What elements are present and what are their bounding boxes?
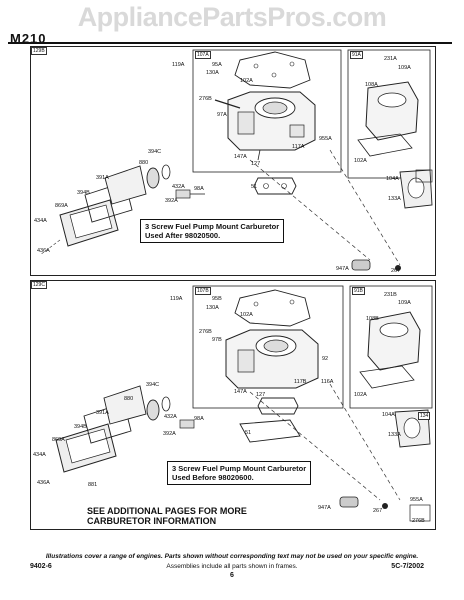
part-label: 104A [386,176,399,182]
footer-doc-number: 9402-6 [30,563,52,570]
bottom-subframe-91B: 91B [352,287,365,295]
part-label: 880 [139,160,149,166]
bottom-carburetor-frame [192,285,344,409]
part-label: 104A [382,412,395,418]
part-label: 133A [388,196,401,202]
part-label: 147A [234,154,247,160]
part-label: 127 [256,392,266,398]
part-label: 881 [88,482,98,488]
part-label: 276B [199,329,212,335]
part-label: 947A [336,266,349,272]
part-label: 119A [172,62,185,68]
bottom-subframe-134: 134 [418,412,431,420]
top-pump-housing [365,81,419,141]
part-label: 97A [217,112,227,118]
part-label: 267 [373,508,383,514]
top-callout: 3 Screw Fuel Pump Mount Carburetor Used … [140,219,285,243]
bottom-subframe-107B: 107B [195,287,211,295]
part-label: 394C [146,382,160,388]
part-label: 117B [294,379,307,385]
part-label: 394B [77,190,90,196]
part-label: 392A [165,198,178,204]
footer-assemblies-note: Assemblies include all parts shown in fr… [166,563,298,570]
bottom-frame-label: 129C [31,281,47,289]
part-label: 127 [251,161,261,167]
top-diagram-panel [30,46,436,276]
part-label: 955A [319,136,332,142]
top-pump-frame [347,49,431,179]
part-label: 394B [74,424,87,430]
part-label: 92 [322,356,329,362]
part-label: 432A [172,184,185,190]
part-label: 51 [251,184,258,190]
part-label: 116A [321,379,334,385]
part-label: 432A [164,414,177,420]
part-label: 869A [52,437,65,443]
part-label: 95B [212,296,222,302]
see-more-line-1: SEE ADDITIONAL PAGES FOR MORE [87,506,247,516]
part-label: 231B [384,292,397,298]
footer-note: Illustrations cover a range of engines. … [45,553,419,560]
part-label: 133A [388,432,401,438]
bottom-callout-line-1: 3 Screw Fuel Pump Mount Carburetor [172,464,307,473]
part-label: 955A [410,497,423,503]
part-label: 109A [398,65,411,71]
part-label: 102A [240,78,253,84]
top-subframe-91A: 91A [350,51,363,59]
part-label: 109A [398,300,411,306]
watermark: AppliancePartsPros.com [77,2,387,32]
part-label: 102A [354,158,367,164]
part-label: 392A [163,431,176,437]
part-label: 267 [391,268,401,274]
part-label: 108A [365,82,378,88]
top-gasket [234,51,311,89]
part-label: 102A [354,392,367,398]
part-label: 108B [366,316,379,322]
footer-date: 5C-7/2002 [391,563,424,570]
part-label: 947A [318,505,331,511]
part-label: 391A [96,175,109,181]
part-label: 434A [33,452,46,458]
part-label: 102A [240,312,253,318]
part-label: 147A [234,389,247,395]
part-label: 231A [384,56,397,62]
part-label: 51 [245,430,252,436]
part-label: 391A [96,410,109,416]
part-label: 436A [37,480,50,486]
part-label: 98A [194,186,204,192]
part-label: 276B [412,518,425,524]
part-label: 276B [199,96,212,102]
part-label: 98A [194,416,204,422]
part-label: 869A [55,203,68,209]
bottom-callout: 3 Screw Fuel Pump Mount Carburetor Used … [167,461,312,485]
top-callout-line-1: 3 Screw Fuel Pump Mount Carburetor [145,222,280,231]
top-subframe-107A: 107A [195,51,211,59]
part-label: 436A [37,248,50,254]
part-label: 434A [34,218,47,224]
bottom-pump-frame [349,285,433,409]
part-label: 95A [212,62,222,68]
part-label: 119A [170,296,183,302]
part-label: 117A [292,144,305,150]
top-callout-line-2: Used After 98020500. [145,231,221,240]
bottom-diagram-panel [30,280,436,530]
see-more-note: SEE ADDITIONAL PAGES FOR MORE CARBURETOR… [87,506,247,526]
see-more-line-2: CARBURETOR INFORMATION [87,516,217,526]
top-carburetor-frame [192,49,342,173]
top-rule [8,42,452,44]
page-number: 6 [230,572,234,579]
bottom-callout-line-2: Used Before 98020600. [172,473,254,482]
part-label: 130A [206,305,219,311]
top-bracket [253,177,297,195]
part-label: 394C [148,149,162,155]
top-frame-label: 129B [31,47,47,55]
part-label: 130A [206,70,219,76]
part-label: 97B [212,337,222,343]
part-label: 880 [124,396,134,402]
